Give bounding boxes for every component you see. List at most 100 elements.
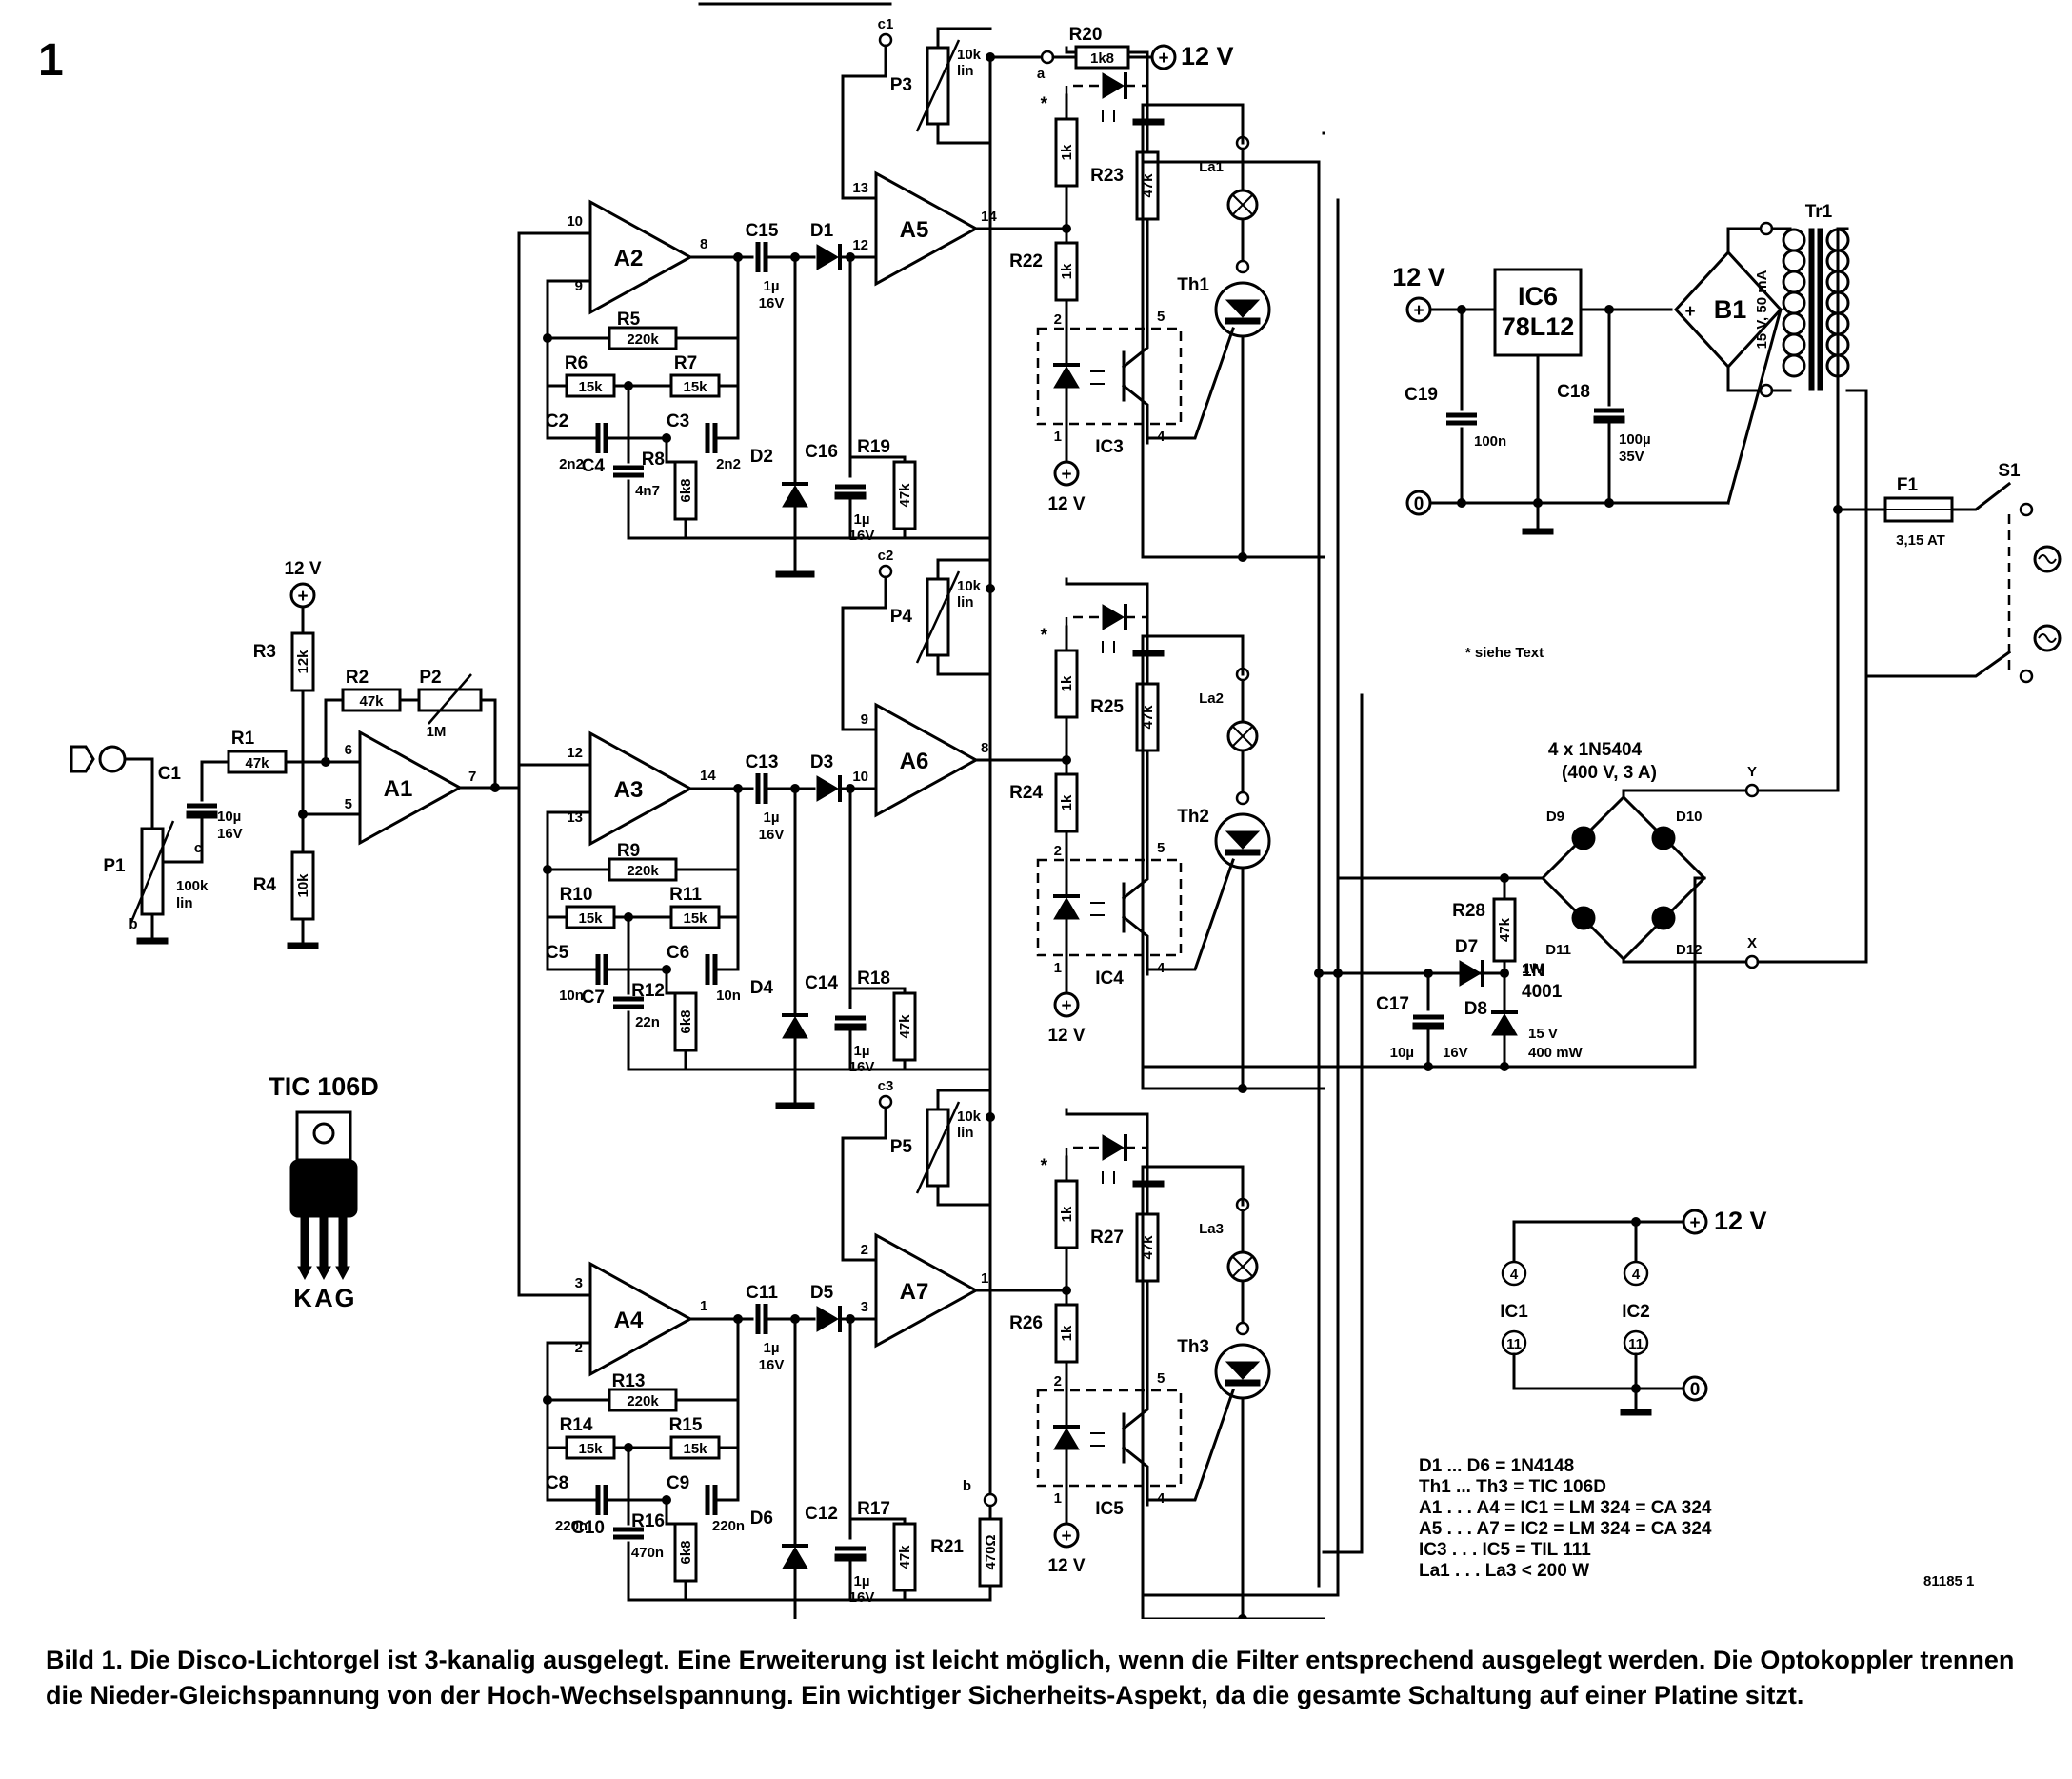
label: R22 xyxy=(1009,251,1043,271)
sine-icon xyxy=(2038,633,2057,643)
label: R2 xyxy=(346,668,369,688)
op-amp xyxy=(588,1261,694,1377)
resistor-value: 47k xyxy=(897,1014,913,1039)
label: 11 xyxy=(1506,1336,1522,1352)
wire xyxy=(1121,1384,1149,1431)
label: B1 xyxy=(1714,295,1747,324)
op-amp xyxy=(874,170,980,287)
label: c2 xyxy=(878,548,894,564)
wire xyxy=(936,122,992,145)
wire xyxy=(1756,674,1868,964)
resistor-value: 1k xyxy=(1059,794,1075,810)
resistor-value: 1k8 xyxy=(1090,50,1114,67)
sine-icon xyxy=(2038,554,2057,564)
label: R19 xyxy=(857,437,890,457)
junction-dot xyxy=(1631,1384,1641,1393)
wire xyxy=(1950,481,2012,511)
label: P5 xyxy=(890,1137,913,1157)
label: 4 xyxy=(1632,1267,1641,1283)
op-amp xyxy=(358,730,464,846)
transformer-coil xyxy=(1782,332,1806,357)
label: D1 xyxy=(810,221,834,241)
label: 8 xyxy=(981,740,988,756)
wire xyxy=(1121,1445,1149,1502)
wire xyxy=(936,558,992,581)
thyristor-icon xyxy=(1225,1379,1261,1387)
label: 2 xyxy=(575,1340,583,1356)
figure-number: 1 xyxy=(38,35,64,86)
label: 4 x 1N5404 xyxy=(1548,740,1643,760)
wire xyxy=(1232,1256,1253,1277)
label: 16V xyxy=(849,1589,875,1606)
resistor-value: 47k xyxy=(897,483,913,508)
wire xyxy=(1622,789,1754,799)
label: 1µ xyxy=(854,1573,870,1589)
transformer-coil xyxy=(1782,290,1806,315)
op-amp xyxy=(588,199,694,315)
ic-pin xyxy=(1501,1260,1527,1287)
label: 10k xyxy=(957,47,982,63)
mount-hole-icon xyxy=(312,1122,335,1145)
wire xyxy=(717,336,740,388)
label: 16V xyxy=(759,295,785,311)
label: IC4 xyxy=(1095,969,1124,989)
label: D5 xyxy=(810,1283,834,1303)
label: A xyxy=(314,1284,333,1312)
plus-sign: + xyxy=(1689,1213,1700,1233)
label: 9 xyxy=(861,711,868,728)
ground-symbol xyxy=(775,1102,815,1109)
wire xyxy=(1726,308,1783,505)
wire xyxy=(324,698,345,764)
wire xyxy=(1065,577,1149,686)
label: R28 xyxy=(1452,901,1485,921)
ground-terminal xyxy=(1682,1375,1708,1402)
lead-icon xyxy=(316,1266,331,1281)
ground-symbol xyxy=(287,942,319,949)
label: C4 xyxy=(582,456,606,476)
label: R10 xyxy=(560,885,593,905)
wire xyxy=(1836,227,1849,511)
label: R18 xyxy=(857,969,890,989)
label: (400 V, 3 A) xyxy=(1562,763,1657,783)
wire xyxy=(936,653,992,676)
transformer-coil xyxy=(1782,311,1806,336)
label: R11 xyxy=(669,885,702,905)
transformer-coil xyxy=(1782,228,1806,252)
optocoupler xyxy=(1036,327,1183,426)
label: R26 xyxy=(1009,1313,1043,1333)
resistor-value: 15k xyxy=(578,910,603,927)
label: 9 xyxy=(575,278,583,294)
plus-sign: + xyxy=(1061,1527,1071,1547)
label: C13 xyxy=(746,752,779,772)
diode xyxy=(1102,604,1125,630)
label: R1 xyxy=(231,729,255,749)
input-bus xyxy=(517,231,568,790)
label: 1µ xyxy=(854,1043,870,1059)
junction-dot xyxy=(1333,969,1343,978)
diode xyxy=(1491,1013,1518,1036)
wire xyxy=(1141,1165,1325,1619)
junction-dot xyxy=(1314,969,1324,978)
wire xyxy=(1065,615,1103,627)
label: 10n xyxy=(559,988,584,1004)
wire xyxy=(517,231,568,790)
resistor-value: 15k xyxy=(578,379,603,395)
resistor xyxy=(608,857,678,882)
wire xyxy=(717,1398,740,1449)
zero-sign: 0 xyxy=(1414,494,1424,514)
label: 10n xyxy=(716,988,741,1004)
diode xyxy=(782,485,808,508)
optocoupler xyxy=(1036,858,1183,957)
label: 7 xyxy=(468,769,476,785)
label: 81185 1 xyxy=(1923,1573,1974,1589)
label: R3 xyxy=(253,642,276,662)
junction-dot xyxy=(1631,1217,1641,1227)
diode xyxy=(1651,826,1676,850)
label: La2 xyxy=(1199,690,1224,707)
terminal-pin xyxy=(878,32,893,48)
label: 10 xyxy=(567,213,583,230)
